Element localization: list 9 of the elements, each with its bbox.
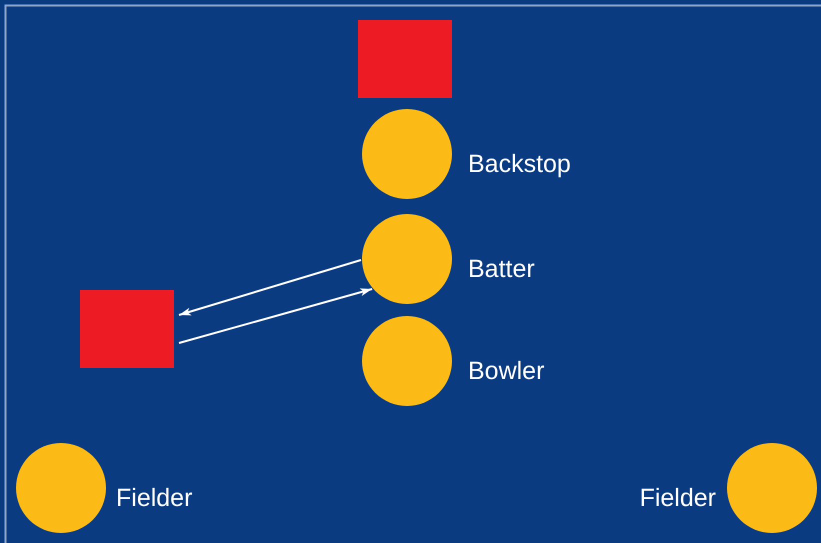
player-label: Backstop xyxy=(468,149,571,179)
player-label: Fielder xyxy=(640,483,716,513)
arrow xyxy=(178,259,362,316)
base-square xyxy=(80,290,174,368)
arrow xyxy=(178,288,372,344)
player-label: Bowler xyxy=(468,356,544,386)
player-label: Batter xyxy=(468,254,535,284)
base-square xyxy=(358,20,452,98)
player-label: Fielder xyxy=(116,483,192,513)
